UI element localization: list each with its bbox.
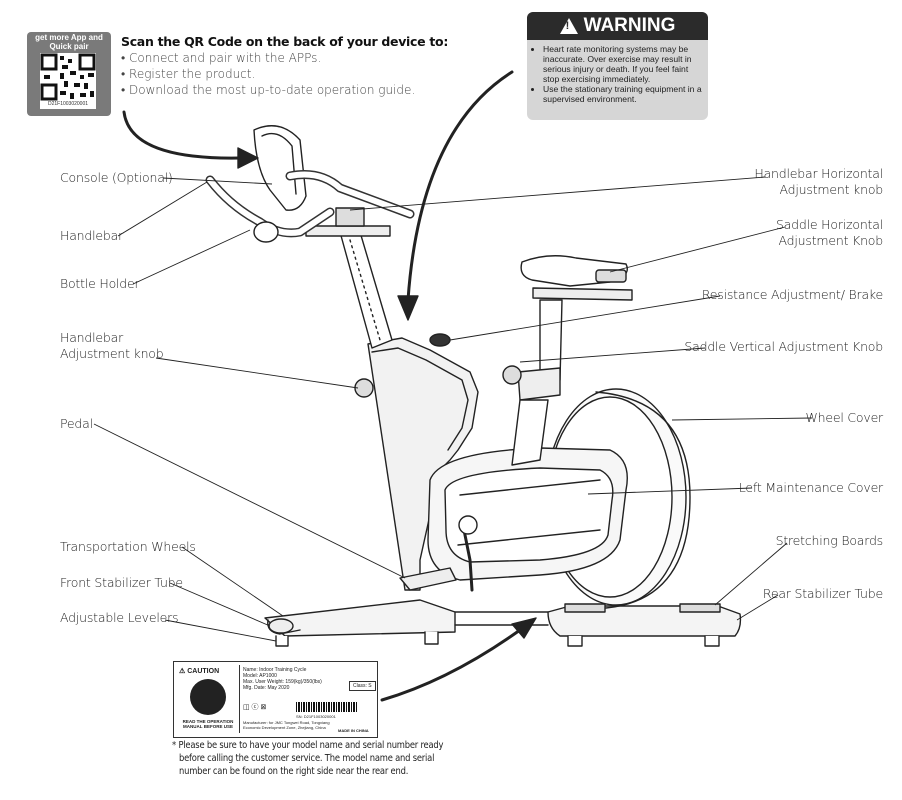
scan-list: • Connect and pair with the APPs. • Regi…: [121, 50, 415, 98]
certification-icons: ◫ ⓒ ⊠: [243, 704, 267, 711]
label-adjustable-levelers: Adjustable Levelers: [60, 610, 179, 625]
caution-title: ⚠ CAUTION: [179, 668, 220, 675]
qr-code-icon: [40, 53, 96, 109]
label-line: Saddle Horizontal: [775, 217, 883, 232]
label-stretching-boards: Stretching Boards: [775, 533, 884, 548]
label-front-stabilizer-tube: Front Stabilizer Tube: [60, 575, 183, 590]
warning-title: WARNING: [583, 15, 676, 36]
product-made-in: MADE IN CHINA: [338, 728, 369, 733]
warning-box: ! WARNING Heart rate monitoring systems …: [527, 12, 708, 120]
label-rear-stabilizer-tube: Rear Stabilizer Tube: [762, 586, 883, 601]
footnote-line: Please be sure to have your model name a…: [178, 740, 444, 751]
warning-item: Use the stationary training equipment in…: [543, 84, 702, 104]
label-handlebar: Handlebar: [60, 228, 124, 243]
label-transportation-wheels: Transportation Wheels: [60, 539, 196, 554]
label-handlebar-adjustment-knob: Handlebar Adjustment knob: [60, 330, 164, 362]
warning-item: Heart rate monitoring systems may be ina…: [543, 44, 702, 84]
product-max-weight: Max. User Weight: 159(kg)/350(lbs): [243, 679, 322, 685]
label-line: Adjustment Knob: [778, 233, 884, 248]
label-line: Handlebar Horizontal: [754, 166, 883, 181]
label-line: Adjustment knob: [779, 182, 884, 197]
footnote-line: number can be found on the right side ne…: [179, 766, 409, 777]
label-left-maintenance-cover: Left Maintenance Cover: [738, 480, 883, 495]
label-bottle-holder: Bottle Holder: [60, 276, 140, 291]
scan-item: • Register the product.: [121, 67, 256, 81]
product-model: Model: AP1000: [243, 673, 277, 679]
product-mfg-date: Mfg. Date: May 2020: [243, 685, 290, 691]
warning-header: ! WARNING: [527, 12, 708, 40]
label-resistance-brake: Resistance Adjustment/ Brake: [701, 287, 883, 302]
footnote-mark: *: [172, 740, 176, 751]
footnote: * Please be sure to have your model name…: [172, 739, 443, 778]
qr-panel-title: get more App and Quick pair: [35, 33, 103, 51]
footnote-line: before calling the customer service. The…: [179, 753, 435, 764]
caution-panel: ⚠ CAUTION READ THE OPERATION MANUAL BEFO…: [177, 665, 240, 733]
product-sn: SN: D21F1003020001: [296, 714, 336, 719]
scan-item: • Connect and pair with the APPs.: [121, 51, 322, 65]
product-manufacturer: Manufacturer: for JMC Tongwei Road, Tong…: [243, 720, 330, 730]
warning-icon: !: [559, 18, 578, 34]
scan-title: Scan the QR Code on the back of your dev…: [121, 34, 449, 49]
product-label: ⚠ CAUTION READ THE OPERATION MANUAL BEFO…: [173, 661, 378, 738]
product-class: Class: S: [349, 681, 376, 691]
qr-code-panel: get more App and Quick pair D21F10030200…: [27, 32, 111, 116]
label-line: Adjustment knob: [60, 346, 164, 361]
label-saddle-vertical-knob: Saddle Vertical Adjustment Knob: [684, 339, 883, 354]
label-wheel-cover: Wheel Cover: [805, 410, 883, 425]
label-handlebar-horizontal-knob: Handlebar Horizontal Adjustment knob: [754, 166, 883, 198]
barcode-icon: [296, 702, 358, 712]
label-console: Console (Optional): [60, 170, 173, 185]
label-line: Handlebar: [60, 330, 124, 345]
scan-item: • Download the most up-to-date operation…: [121, 83, 416, 97]
product-name: Name: Indoor Training Cycle: [243, 667, 307, 673]
read-manual-text: READ THE OPERATION MANUAL BEFORE USE: [182, 719, 234, 729]
label-pedal: Pedal: [60, 416, 93, 431]
read-manual-icon: [190, 679, 226, 715]
label-saddle-horizontal-knob: Saddle Horizontal Adjustment Knob: [776, 217, 883, 249]
product-info: Name: Indoor Training Cycle Model: AP100…: [243, 667, 322, 691]
qr-serial: D21F1003020001: [47, 101, 89, 107]
